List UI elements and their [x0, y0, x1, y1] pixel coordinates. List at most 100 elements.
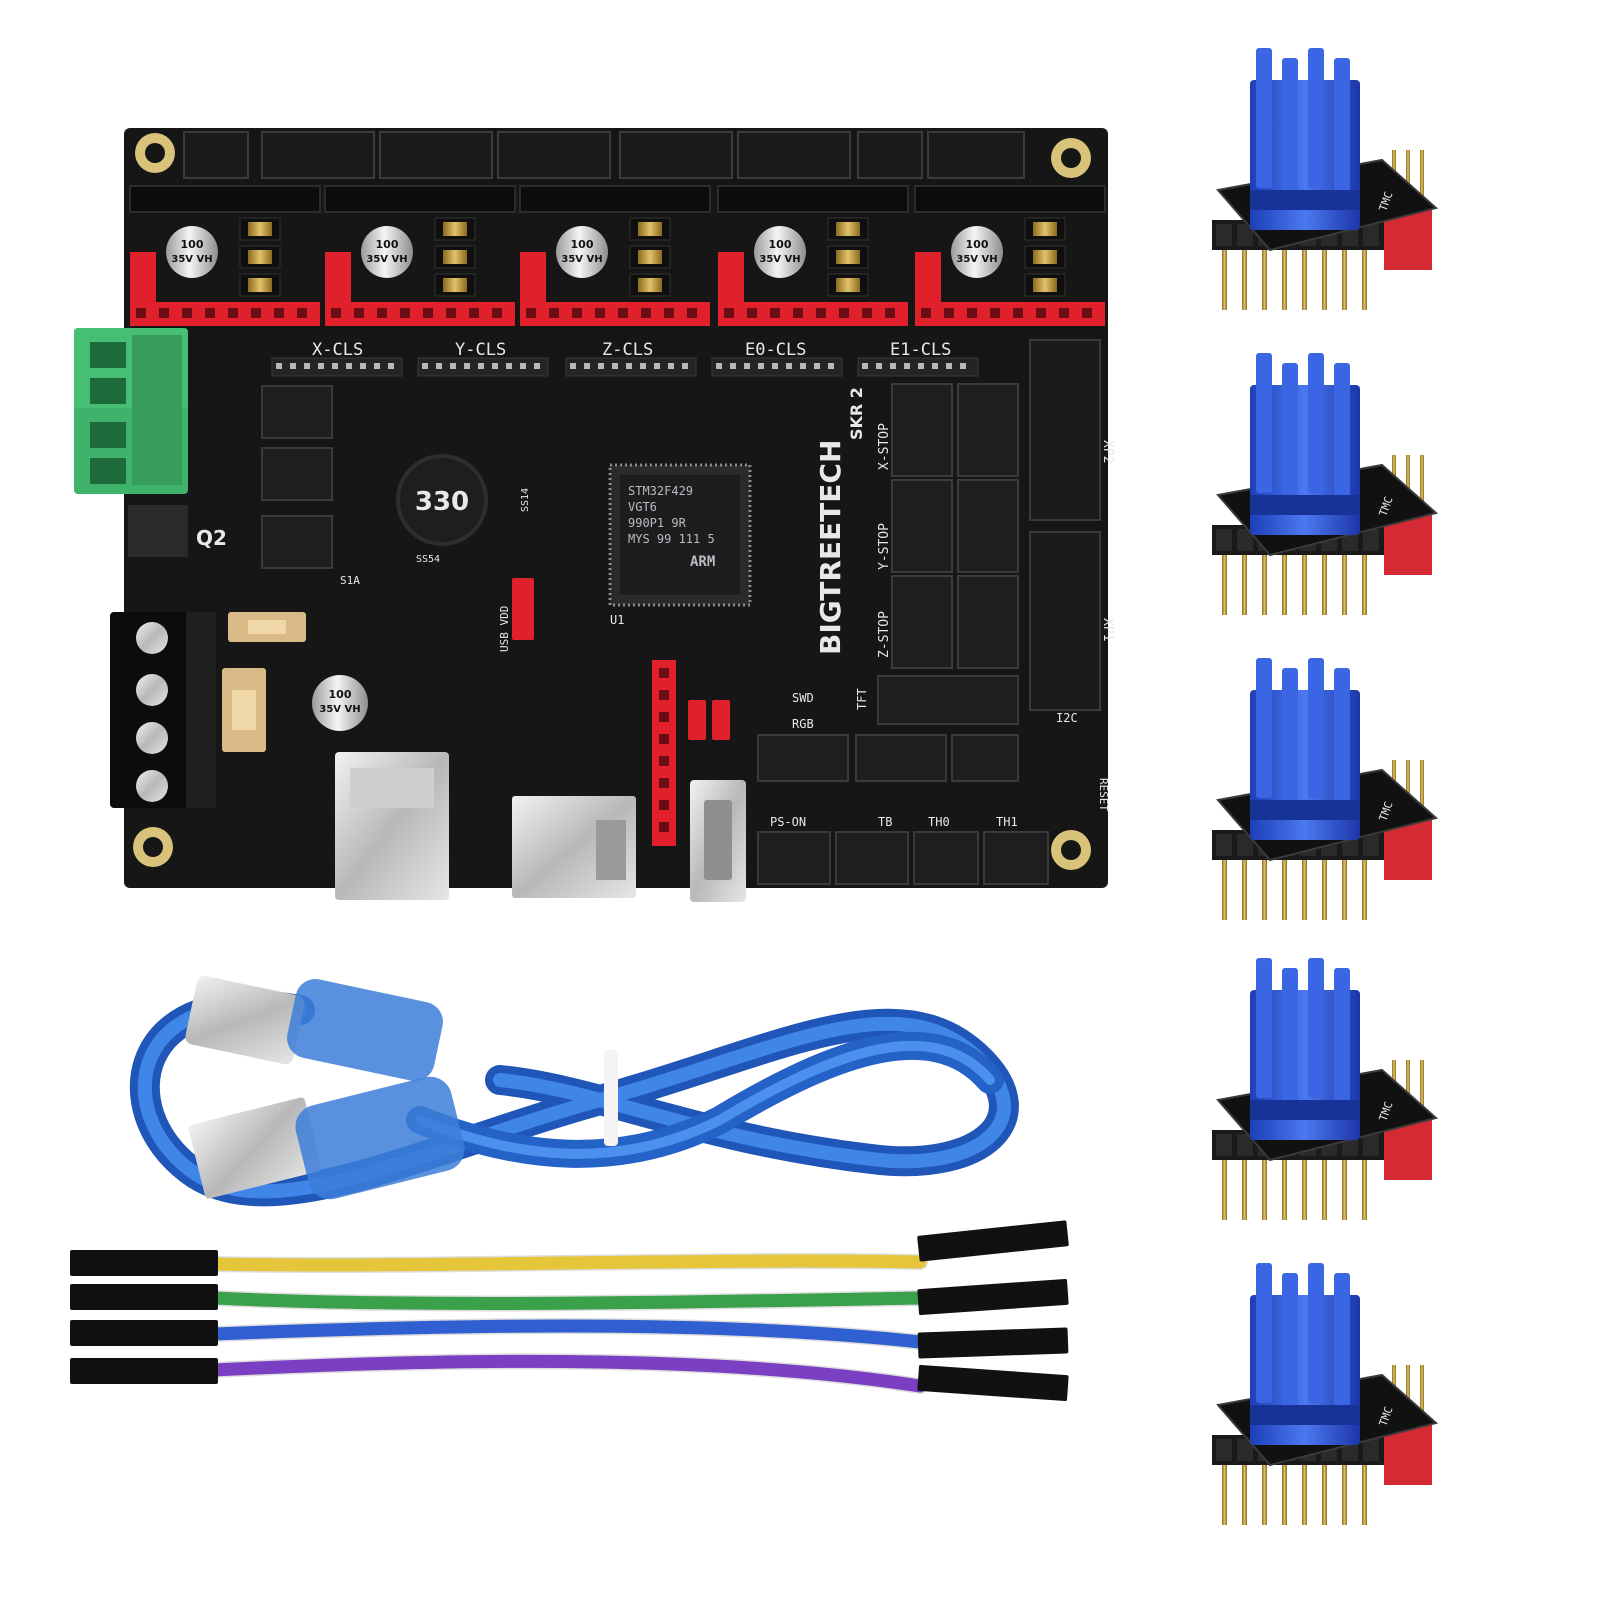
driver-slot: 100 35V VH: [129, 185, 321, 326]
microstep-jumpers: [629, 217, 671, 297]
svg-text:U1: U1: [610, 613, 624, 627]
power-terminal-green: [74, 328, 188, 494]
svg-text:TMC: TMC: [1377, 1405, 1396, 1428]
mcu-chip: STM32F429 VGT6 990P1 9R MYS 99 111 5 ARM…: [608, 463, 752, 627]
svg-text:35V VH: 35V VH: [759, 254, 800, 265]
fan-connectors: [261, 385, 333, 569]
fuses: [222, 612, 306, 752]
wire-connectors-left: [70, 1250, 218, 1384]
svg-text:35V VH: 35V VH: [319, 704, 360, 715]
cable-tie: [604, 1050, 618, 1146]
port-th1: TH1: [996, 815, 1018, 829]
svg-text:ARM: ARM: [690, 554, 715, 570]
port-i2c: I2C: [1056, 711, 1078, 725]
usb-a-port: [690, 780, 746, 902]
driver-slot: 100 35V VH: [519, 185, 711, 326]
jumper-wires: [206, 1253, 928, 1394]
stop-label-x: X-STOP: [877, 423, 892, 470]
microstep-jumpers: [434, 217, 476, 297]
stop-label-y: Y-STOP: [877, 523, 892, 570]
driver-capacitor: 100 35V VH: [754, 226, 806, 278]
inductor: 330: [396, 454, 488, 546]
tft-connector: [877, 675, 1019, 725]
exp-headers: [1029, 339, 1101, 711]
port-reset: RESET: [1097, 778, 1110, 811]
driver-label-x: X-CLS: [312, 340, 363, 360]
port-swd: SWD: [792, 691, 814, 705]
q2-mosfet: [128, 505, 188, 557]
wire-connectors-right: [917, 1220, 1069, 1402]
svg-text:VGT6: VGT6: [628, 500, 657, 514]
driver-slot: 100 35V VH: [324, 185, 516, 326]
microstep-jumpers: [239, 217, 281, 297]
svg-text:STM32F429: STM32F429: [628, 484, 693, 498]
motor-connectors: [183, 131, 1025, 179]
usb-a-plug: [188, 1076, 465, 1200]
microstep-jumpers: [827, 217, 869, 297]
svg-text:MYS 99 111 5: MYS 99 111 5: [628, 532, 715, 546]
svg-text:100: 100: [769, 238, 792, 251]
stepper-driver-module: TMC: [1212, 658, 1439, 920]
usb-b-plug: [185, 975, 443, 1081]
red-vertical-header: [652, 660, 676, 846]
svg-text:TMC: TMC: [1377, 190, 1396, 213]
svg-text:100: 100: [571, 238, 594, 251]
wire: [207, 1254, 927, 1272]
stepper-driver-module: TMC: [1212, 958, 1439, 1220]
driver-capacitor: 100 35V VH: [361, 226, 413, 278]
screw-terminals: [110, 612, 216, 808]
svg-text:100: 100: [181, 238, 204, 251]
svg-text:TMC: TMC: [1377, 800, 1396, 823]
driver-slots: 100 35V VH 100 35V VH 100 35V VH 100 35V VH 100 3…: [129, 185, 1106, 326]
brand-text: BIGTREETECH: [814, 440, 847, 655]
stepper-drivers: TMC TMC TMC TMC TMC: [1212, 48, 1439, 1525]
port-th0: TH0: [928, 815, 950, 829]
stop-label-z: Z-STOP: [877, 611, 892, 658]
label-s1a: S1A: [340, 574, 360, 587]
wire: [207, 1319, 927, 1349]
usb-cable: [129, 990, 1019, 1207]
svg-text:35V VH: 35V VH: [171, 254, 212, 265]
microstep-jumpers: [1024, 217, 1066, 297]
driver-slot: 100 35V VH: [914, 185, 1106, 326]
driver-capacitor: 100 35V VH: [951, 226, 1003, 278]
svg-text:35V VH: 35V VH: [561, 254, 602, 265]
wire: [207, 1354, 927, 1393]
driver-label-e0: E0-CLS: [745, 340, 806, 360]
svg-text:TMC: TMC: [1377, 1100, 1396, 1123]
svg-text:100: 100: [966, 238, 989, 251]
driver-label-z: Z-CLS: [602, 340, 653, 360]
bulk-capacitor: 100 35V VH: [312, 675, 368, 731]
wire: [207, 1291, 927, 1310]
stepper-driver-module: TMC: [1212, 353, 1439, 615]
driver-capacitor: 100 35V VH: [166, 226, 218, 278]
label-ss14: SS14: [520, 488, 531, 512]
model-text: SKR 2: [847, 387, 866, 440]
svg-text:35V VH: 35V VH: [366, 254, 407, 265]
sd-card-slot: [512, 796, 636, 898]
jumpers: [512, 578, 730, 740]
port-tft: TFT: [855, 688, 869, 710]
svg-text:330: 330: [415, 487, 469, 517]
svg-text:990P1 9R: 990P1 9R: [628, 516, 687, 530]
q2-label: Q2: [196, 526, 227, 550]
bottom-connectors: [757, 734, 1049, 885]
driver-slot: 100 35V VH: [717, 185, 909, 326]
port-tb: TB: [878, 815, 892, 829]
port-xp2: XP2: [1100, 440, 1115, 463]
stepper-driver-module: TMC: [1212, 1263, 1439, 1525]
port-rgb: RGB: [792, 717, 814, 731]
mainboard: 100 35V VH 100 35V VH 100 35V VH 100 35V VH 100 3…: [74, 128, 1115, 902]
port-ps-on: PS-ON: [770, 815, 806, 829]
driver-label-y: Y-CLS: [455, 340, 506, 360]
driver-capacitor: 100 35V VH: [556, 226, 608, 278]
port-xp1: XP1: [1100, 618, 1115, 641]
svg-text:100: 100: [376, 238, 399, 251]
svg-text:35V VH: 35V VH: [956, 254, 997, 265]
pin-header-row: [271, 357, 979, 377]
svg-text:100: 100: [329, 688, 352, 701]
svg-text:TMC: TMC: [1377, 495, 1396, 518]
label-ss54: SS54: [416, 554, 440, 565]
stepper-driver-module: TMC: [1212, 48, 1439, 310]
